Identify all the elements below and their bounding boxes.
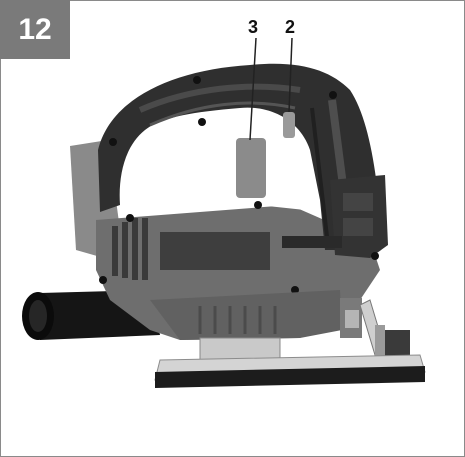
lock-button bbox=[283, 112, 295, 138]
figure-number-badge: 12 bbox=[0, 0, 70, 59]
side-panel bbox=[160, 232, 270, 270]
vent-grille bbox=[112, 218, 148, 280]
blade-mechanism bbox=[340, 298, 410, 357]
base-plate bbox=[154, 337, 426, 388]
callout-label-lock-button: 2 bbox=[285, 17, 296, 37]
trigger-switch bbox=[236, 138, 266, 198]
callout-label-trigger: 3 bbox=[248, 17, 259, 37]
handle-opening bbox=[132, 120, 305, 210]
